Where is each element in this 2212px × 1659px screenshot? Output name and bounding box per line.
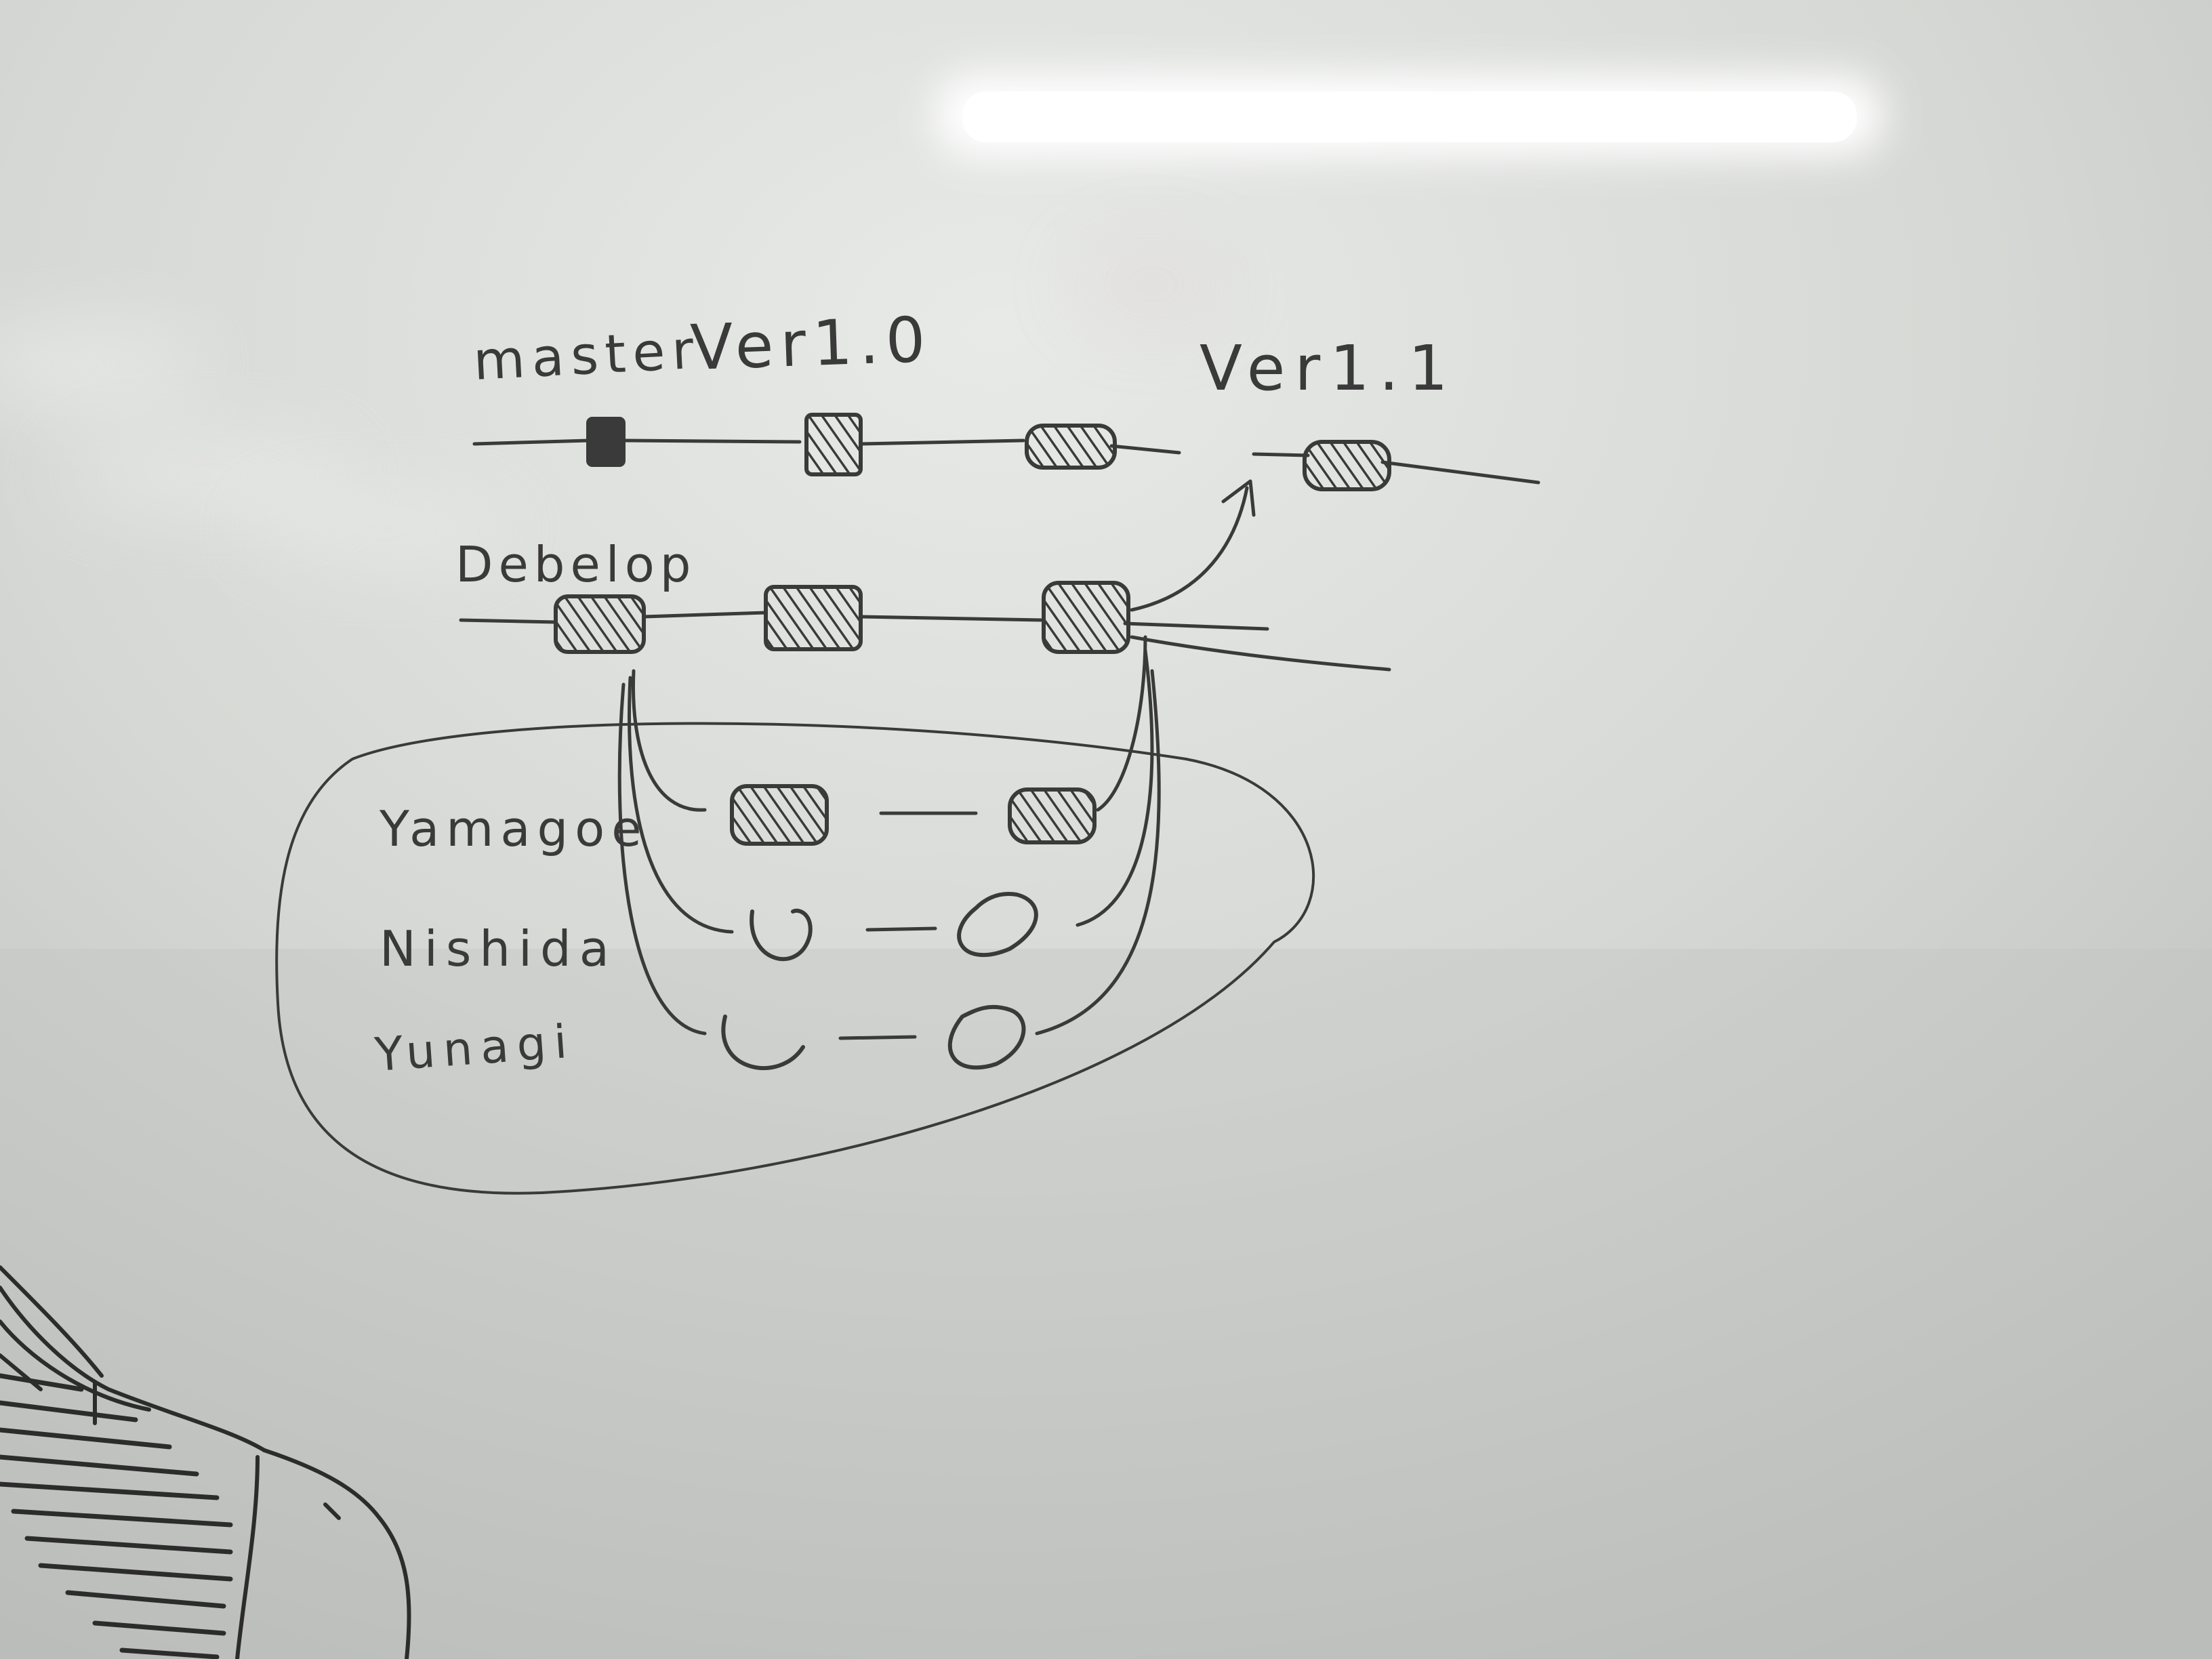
- label-ver1-1: Ver1.1: [1200, 332, 1458, 405]
- light-glare: [0, 75, 1884, 556]
- develop-branch-line: [459, 611, 1269, 631]
- commit-node: [730, 784, 829, 846]
- label-master: master: [472, 320, 701, 392]
- commit-node: [1008, 787, 1097, 844]
- commit-node: [804, 413, 863, 476]
- label-nishida: Nishida: [380, 920, 617, 977]
- label-yamagoe: Yamagoe: [379, 800, 649, 857]
- commit-node: [554, 594, 646, 654]
- open-commit-circles: [721, 892, 1038, 1071]
- handwritten-labels: master Ver1.0 Ver1.1 Debelop Yamagoe Nis…: [373, 304, 1458, 1082]
- commit-node: [586, 417, 626, 467]
- commit-nodes: [554, 413, 1391, 846]
- branch-diagram-drawing: [275, 438, 1540, 1195]
- corner-sketch-hatching: [0, 1373, 233, 1659]
- commit-node: [1303, 440, 1391, 491]
- master-branch-line: [472, 438, 1540, 485]
- label-develop: Debelop: [455, 536, 697, 593]
- commit-node: [1042, 581, 1130, 654]
- commit-node: [1025, 424, 1117, 470]
- label-ver1-0: Ver1.0: [689, 304, 933, 384]
- developer-group-ellipse: [275, 722, 1315, 1195]
- commit-node: [764, 585, 863, 651]
